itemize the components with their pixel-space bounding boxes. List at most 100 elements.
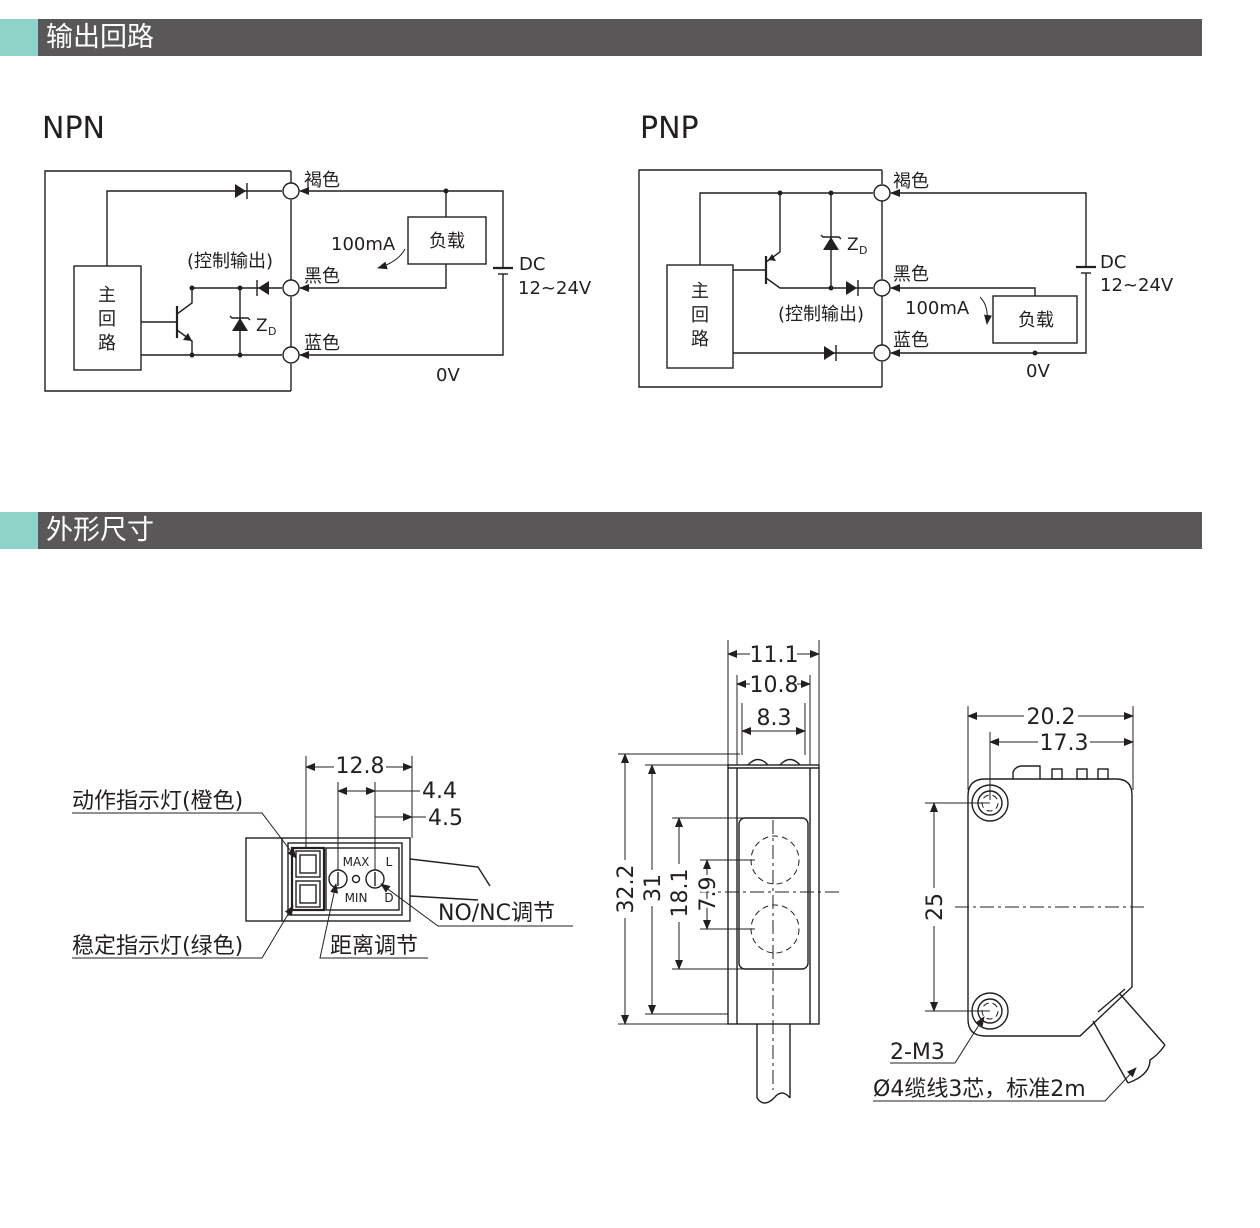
pnp-external-blue — [890, 273, 1087, 357]
npn-junction — [189, 352, 195, 358]
npn-collector-line — [176, 287, 282, 315]
side-connector — [1012, 765, 1041, 779]
npn-current-arrow — [377, 248, 406, 270]
npn-diode-icon — [235, 184, 246, 198]
pnp-current-label: 100mA — [905, 298, 970, 319]
section-header-output-circuit: 输出回路 — [0, 19, 1202, 56]
pnp-output-diode-icon — [846, 281, 857, 295]
action-indicator-label: 动作指示灯(橙色) — [72, 789, 243, 814]
npn-terminal-blue — [282, 346, 300, 364]
npn-load-box — [407, 216, 487, 265]
pnp-main-char: 路 — [691, 329, 709, 350]
npn-zener-icon — [232, 318, 248, 331]
pnp-emitter-arrow — [768, 254, 776, 261]
npn-junction — [237, 285, 243, 291]
side-cable-end — [1127, 1044, 1166, 1084]
receiver-lens-icon — [750, 904, 800, 954]
leader-line — [873, 1067, 1137, 1102]
dim-25-label: 25 — [923, 893, 948, 921]
cable-label: Ø4缆线3芯，标准2m — [873, 1077, 1086, 1102]
sensor-top-panel — [287, 842, 403, 916]
section-band — [38, 512, 1202, 549]
npn-terminal-black — [282, 279, 300, 297]
top-view-drawing: MAX MIN L D 12.8 4.4 4.5 动作指示灯(橙色) 稳定指示灯… — [72, 754, 573, 959]
npn-title: NPN — [42, 111, 105, 146]
npn-zener-sub: D — [268, 325, 276, 338]
stable-indicator-label: 稳定指示灯(绿色) — [72, 934, 243, 959]
pnp-terminal-blue — [873, 344, 891, 362]
npn-zero-v-label: 0V — [436, 365, 460, 386]
npn-voltage-label: 12~24V — [518, 278, 592, 299]
npn-control-output-label: (控制输出) — [187, 251, 273, 272]
pnp-emitter-line — [765, 193, 781, 263]
leader-line — [380, 883, 573, 927]
dim-11-1-label: 11.1 — [750, 643, 799, 668]
npn-junction — [443, 188, 449, 194]
side-view-drawing: 20.2 17.3 25 2-M3 Ø4缆线3芯，标准2m — [873, 705, 1166, 1102]
pnp-zener-sub: D — [859, 244, 867, 257]
pnp-load-box — [992, 295, 1078, 344]
lens-window — [738, 817, 809, 970]
screw-label: 2-M3 — [890, 1040, 945, 1065]
npn-zener-bar — [229, 315, 251, 321]
sensor-top-body — [245, 837, 411, 922]
dim-12-8-label: 12.8 — [336, 754, 385, 779]
npn-emitter-arrow — [183, 333, 192, 341]
pnp-sensor-box — [638, 169, 882, 388]
dim-10-8-label: 10.8 — [750, 673, 799, 698]
nonc-adjust-label: NO/NC调节 — [438, 901, 555, 926]
npn-junction — [237, 352, 243, 358]
front-view-drawing: 11.1 10.8 8.3 32.2 31 18.1 7.9 7.9 — [614, 640, 840, 1104]
section-header-dimensions: 外形尺寸 — [0, 512, 1202, 549]
pnp-current-arrow — [979, 296, 992, 325]
npn-circuit: NPN 主 回 路 Z D — [42, 111, 592, 392]
section-title: 外形尺寸 — [46, 515, 154, 546]
front-top-bump — [747, 758, 769, 766]
npn-external-brown — [299, 187, 504, 267]
distance-adjust-label: 距离调节 — [330, 934, 418, 959]
pnp-main-char: 回 — [691, 305, 709, 326]
pnp-junction — [1032, 350, 1038, 356]
emitter-lens-icon — [750, 835, 800, 885]
pnp-dc-label: DC — [1100, 252, 1126, 273]
pnp-zero-v-label: 0V — [1026, 361, 1050, 382]
npn-main-char: 主 — [98, 285, 116, 306]
npn-emitter-line — [176, 329, 193, 355]
npn-zener-label: Z — [256, 316, 268, 336]
dim-31-label: 31 — [641, 874, 666, 902]
stable-indicator-inner — [299, 884, 317, 904]
indicator-frame — [290, 846, 326, 912]
pnp-title: PNP — [640, 111, 699, 146]
npn-external-black — [299, 264, 447, 292]
dim-18-1-label: 18.1 — [668, 869, 693, 918]
side-cable-line — [1092, 993, 1166, 1084]
section-title: 输出回路 — [46, 22, 154, 53]
dim-4-4-label: 4.4 — [422, 779, 457, 804]
npn-current-label: 100mA — [331, 234, 396, 255]
l-label: L — [386, 855, 393, 869]
min-label: MIN — [345, 891, 368, 905]
pnp-zener-bar — [820, 234, 842, 240]
side-cable-collar — [1097, 988, 1126, 1013]
side-bump — [1051, 768, 1063, 780]
dim-7-9-label: 7.9 — [696, 877, 721, 912]
cable-top-line — [409, 858, 491, 887]
control-panel — [325, 847, 400, 911]
front-cable-end — [756, 1092, 791, 1104]
stable-indicator-icon — [295, 880, 321, 908]
cable-bottom-line — [409, 895, 479, 901]
npn-main-char: 回 — [98, 309, 116, 330]
pnp-voltage-label: 12~24V — [1100, 275, 1174, 296]
center-dot-icon — [351, 874, 361, 884]
action-indicator-icon — [295, 850, 321, 878]
pnp-blue-label: 蓝色 — [893, 330, 929, 351]
npn-black-label: 黑色 — [304, 266, 340, 287]
leader-line — [72, 812, 297, 859]
npn-sensor-box — [44, 170, 291, 392]
dim-20-2-label: 20.2 — [1027, 705, 1076, 730]
npn-brown-line — [106, 190, 282, 266]
npn-brown-label: 褐色 — [304, 170, 340, 191]
npn-output-diode-icon — [258, 281, 269, 295]
dim-7-9-halo: 7.9 — [696, 877, 721, 912]
